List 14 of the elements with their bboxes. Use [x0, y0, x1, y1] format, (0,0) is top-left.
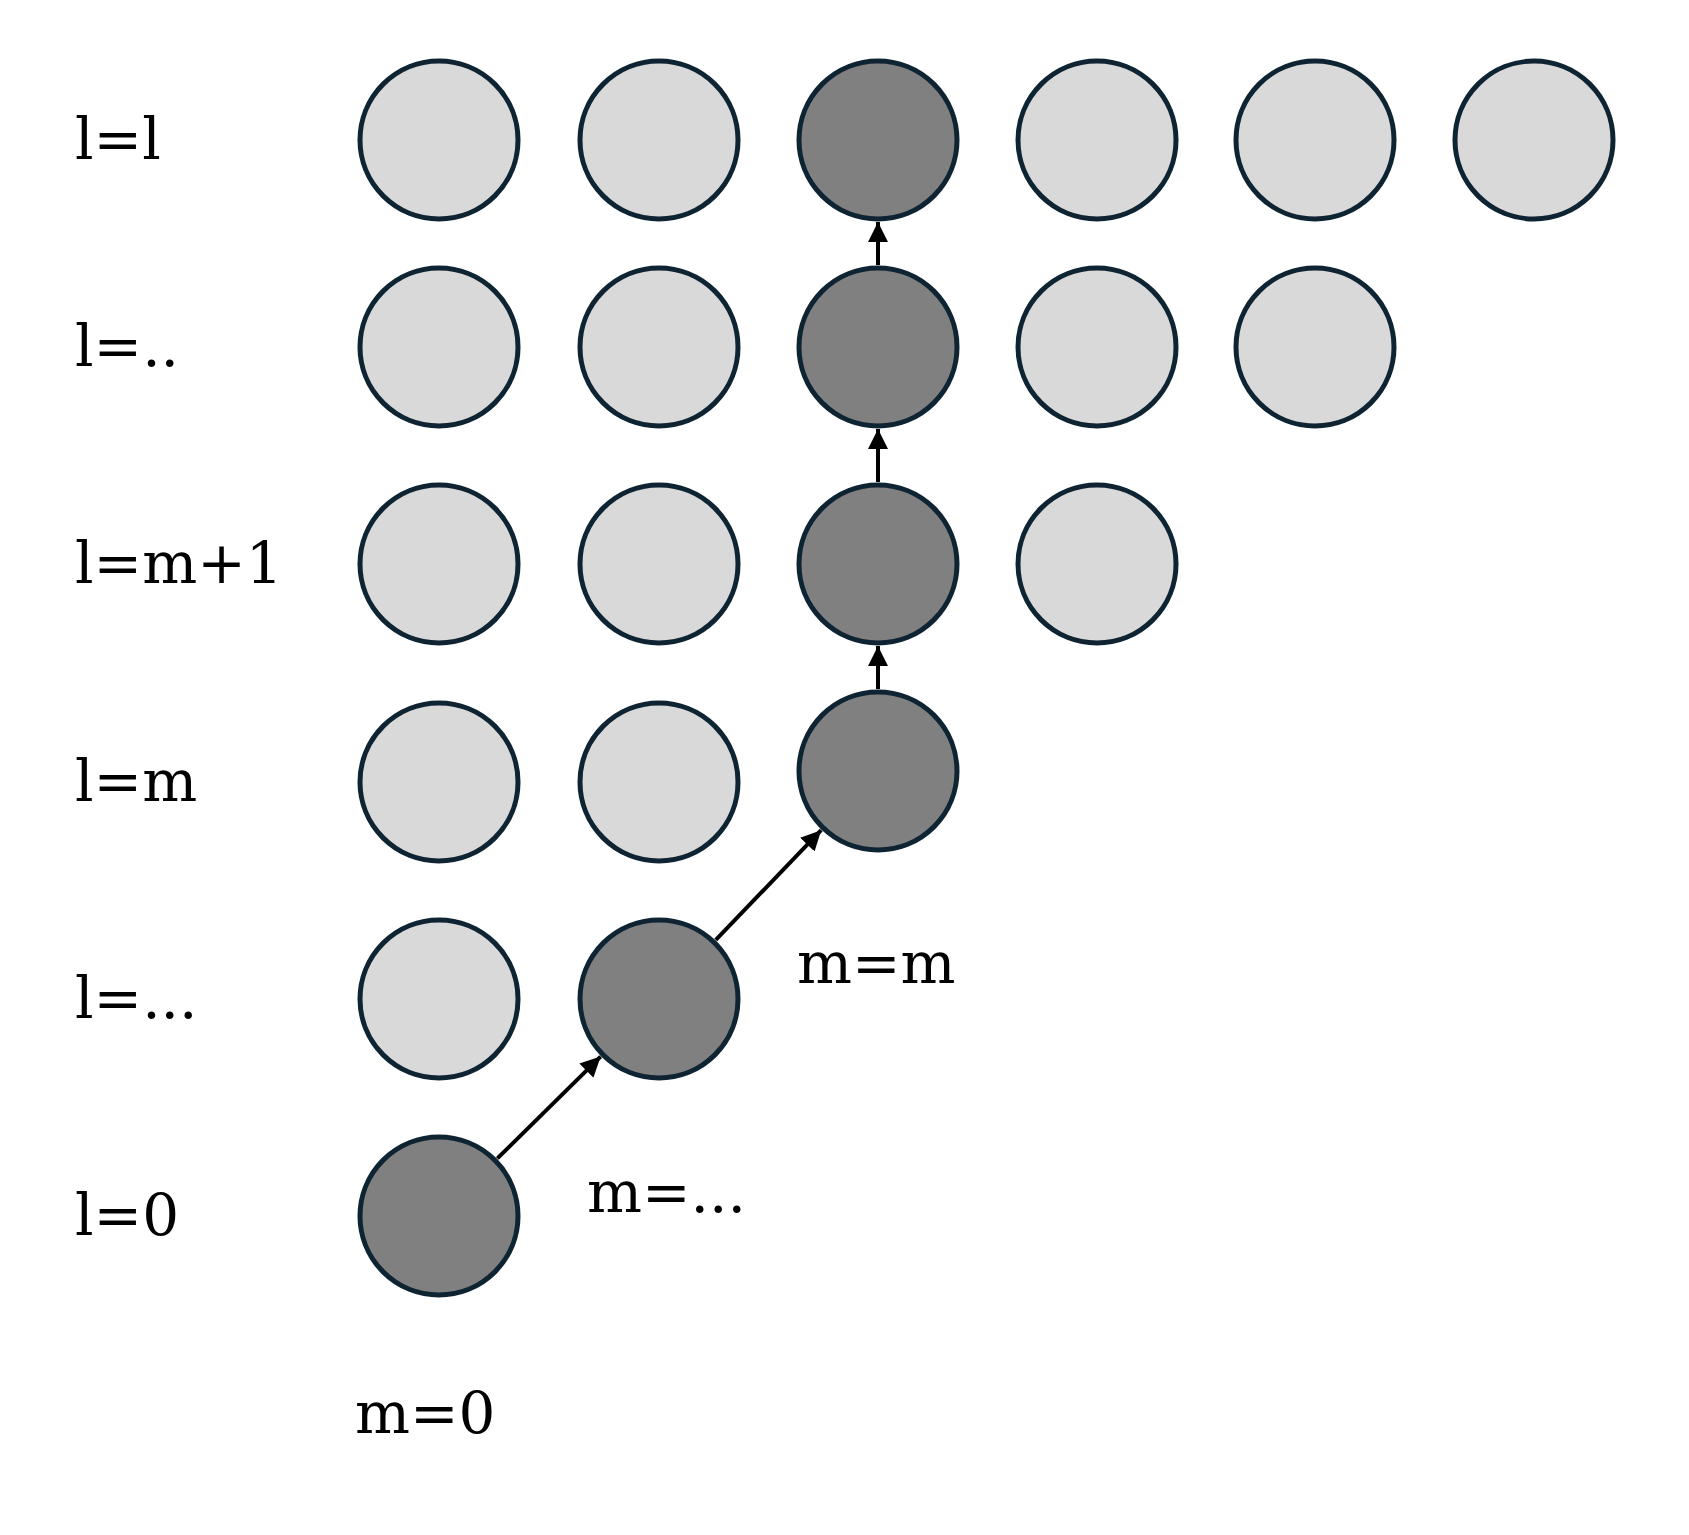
column-label: m=m: [797, 934, 956, 992]
row-label: l=l: [75, 110, 161, 168]
row-label: l=0: [75, 1186, 180, 1244]
arrow: [868, 646, 888, 689]
row-label: l=..: [75, 317, 180, 375]
arrow: [868, 222, 888, 265]
column-label: m=0: [355, 1384, 496, 1442]
arrow: [495, 1055, 603, 1160]
row-label: l=m+1: [75, 534, 283, 592]
column-label: m=...: [587, 1163, 746, 1221]
row-label: l=...: [75, 969, 198, 1027]
arrow: [868, 429, 888, 482]
arrow: [714, 828, 823, 942]
row-label: l=m: [75, 752, 198, 810]
